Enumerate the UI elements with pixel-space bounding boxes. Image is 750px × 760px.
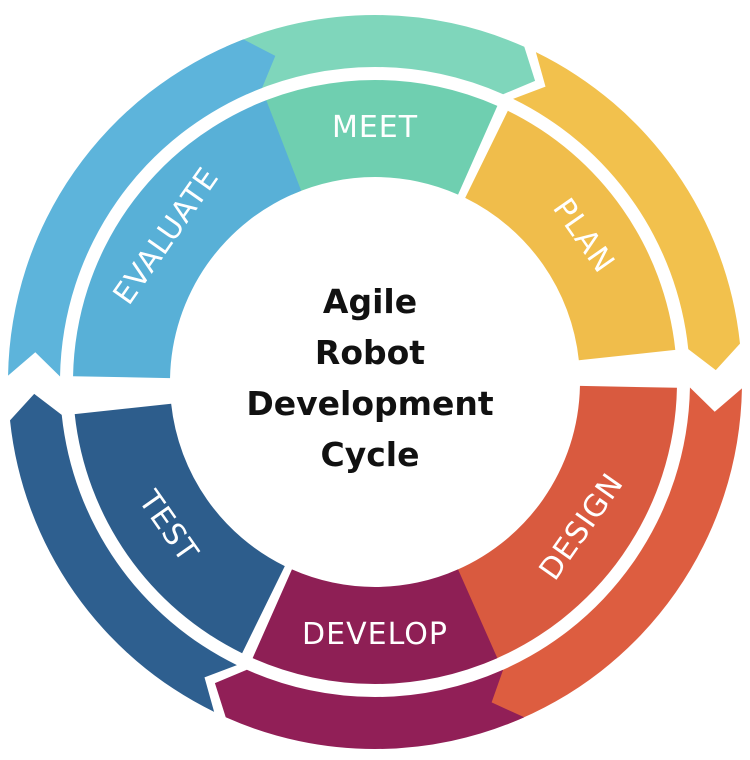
outer-arrow-design [474,387,742,725]
center-title-line-2: Robot [314,333,426,372]
segment-design [448,385,677,664]
segment-label-meet: MEET [332,110,418,145]
outer-arrow-meet [225,14,536,95]
outer-arrow-develop [214,669,525,749]
segment-develop [252,569,498,684]
segment-plan [465,110,676,361]
outer-arrow-test [10,393,237,712]
outer-arrow-evaluate [8,39,276,377]
segment-meet [252,80,498,195]
segment-test [74,403,285,654]
center-title: Agile Robot Development Cycle [225,268,515,488]
segment-ring [73,80,677,684]
segment-label-develop: DEVELOP [302,617,448,652]
center-title-line-1: Agile [322,282,418,321]
outer-arrow-ring [8,14,742,749]
center-title-line-4: Cycle [320,435,420,474]
segment-evaluate [73,100,302,379]
center-title-line-3: Development [246,384,494,423]
outer-arrow-plan [513,52,740,371]
